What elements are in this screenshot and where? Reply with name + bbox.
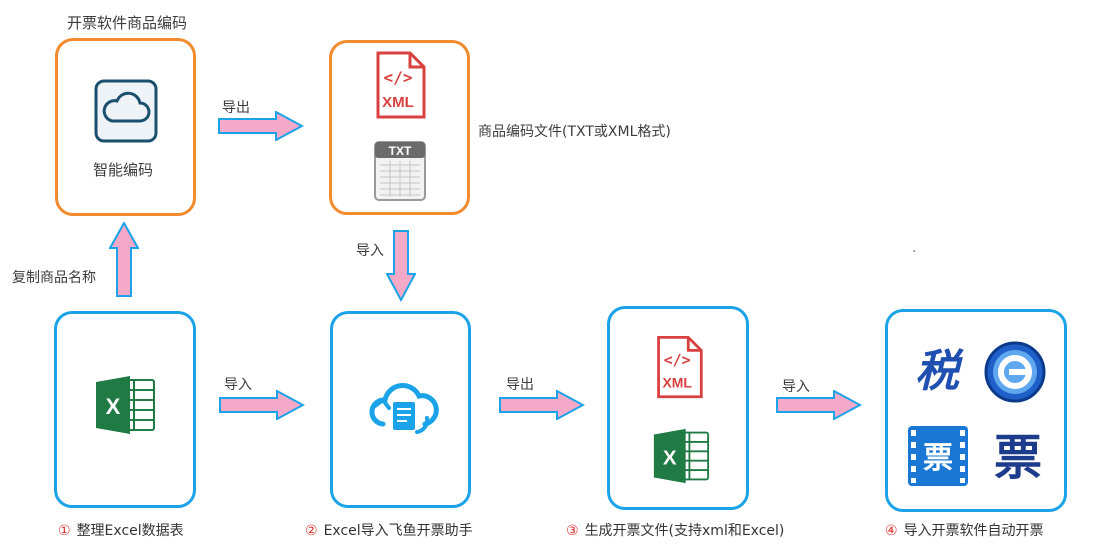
code-glyph: </> — [384, 68, 413, 87]
step-1-text: 整理Excel数据表 — [76, 523, 184, 539]
cloud-sync-icon — [369, 376, 439, 438]
step-3-number: ③ — [566, 523, 579, 539]
export-label-bottom: 导出 — [506, 377, 534, 393]
xml-file-icon-2: </> XML — [653, 335, 705, 401]
arrow-export-bottom — [499, 390, 585, 420]
copy-name-label: 复制商品名称 — [12, 270, 96, 286]
step-1-caption: ① 整理Excel数据表 — [58, 520, 184, 540]
piao-char-icon: 票 — [986, 424, 1050, 488]
generate-box: </> XML X — [607, 306, 749, 510]
smart-code-box: 智能编码 — [55, 38, 196, 216]
excel-icon-2: X — [652, 427, 710, 485]
piao-char-1: 票 — [923, 441, 953, 476]
dot-label: · — [912, 244, 917, 260]
arrow-export-top — [218, 111, 304, 141]
txt-tag: TXT — [389, 144, 412, 158]
step-2-text: Excel导入飞鱼开票助手 — [323, 523, 473, 539]
tax-char: 税 — [915, 346, 964, 397]
piao-char-2: 票 — [994, 430, 1042, 486]
import-label-far: 导入 — [782, 379, 810, 395]
import-down-label: 导入 — [356, 243, 384, 259]
cloud-app-icon — [94, 79, 158, 143]
code-glyph-2: </> — [664, 351, 691, 369]
arrow-import-far — [776, 390, 862, 420]
step-3-caption: ③ 生成开票文件(支持xml和Excel) — [566, 520, 784, 540]
step-4-caption: ④ 导入开票软件自动开票 — [885, 520, 1044, 540]
xml-file-icon: </> XML — [372, 51, 428, 121]
tax-software-box: 税 票 票 — [885, 309, 1067, 512]
file-box: </> XML TXT — [329, 40, 470, 215]
excel-letter-2: X — [663, 446, 677, 469]
step-3-text: 生成开票文件(支持xml和Excel) — [584, 523, 785, 539]
excel-icon: X — [94, 374, 156, 436]
step-4-number: ④ — [885, 523, 898, 539]
step-1-number: ① — [58, 523, 71, 539]
smart-code-label: 智能编码 — [93, 161, 154, 179]
arrow-copy-up — [109, 222, 139, 298]
arrow-import-mid — [219, 390, 305, 420]
import-label-mid: 导入 — [224, 377, 252, 393]
globe-e-icon — [983, 340, 1047, 404]
ticket-film-icon: 票 — [906, 424, 970, 488]
xml-tag: XML — [382, 94, 414, 111]
feiyu-box — [330, 311, 471, 508]
xml-tag-2: XML — [662, 375, 692, 391]
step-4-text: 导入开票软件自动开票 — [903, 523, 1044, 539]
top-title: 开票软件商品编码 — [67, 14, 188, 32]
tax-char-icon: 税 — [906, 340, 968, 402]
export-label-top: 导出 — [222, 100, 250, 116]
arrow-import-down — [386, 230, 416, 302]
file-desc-label: 商品编码文件(TXT或XML格式) — [478, 124, 671, 140]
step-2-number: ② — [305, 523, 318, 539]
excel-letter: X — [106, 394, 121, 419]
txt-file-icon: TXT — [372, 139, 428, 203]
step-2-caption: ② Excel导入飞鱼开票助手 — [305, 520, 473, 540]
excel-box: X — [54, 311, 196, 508]
